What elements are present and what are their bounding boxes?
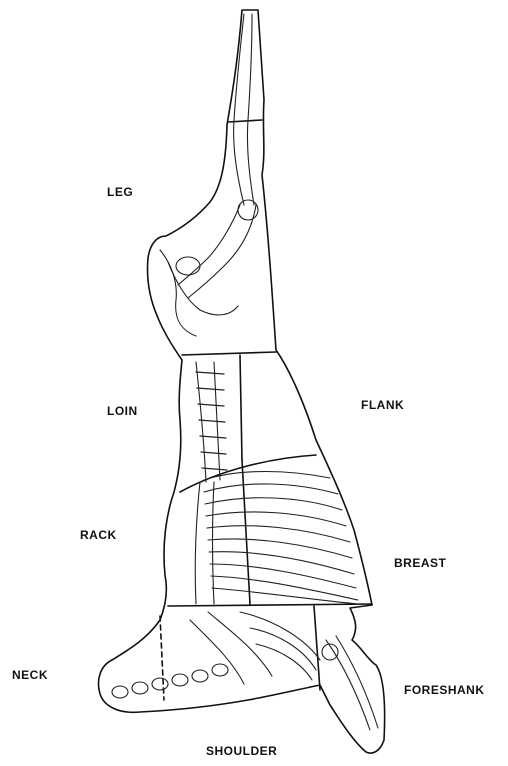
label-foreshank: FORESHANK	[404, 684, 485, 696]
label-loin: LOIN	[107, 405, 138, 417]
cut-line-foreshank	[314, 606, 320, 690]
label-breast: BREAST	[394, 557, 446, 569]
cut-line-loin-rack	[180, 455, 316, 492]
label-leg: LEG	[107, 186, 133, 198]
cut-line-loin-flank	[240, 355, 242, 460]
cut-line-neck	[160, 616, 164, 700]
cut-line-shank-top	[228, 120, 262, 122]
label-flank: FLANK	[361, 399, 404, 411]
cut-line-rack-shoulder	[168, 604, 372, 606]
cut-line-leg-loin	[182, 352, 276, 355]
cut-line-breast	[242, 460, 250, 604]
label-rack: RACK	[80, 529, 117, 541]
label-neck: NECK	[12, 669, 48, 681]
label-shoulder: SHOULDER	[206, 745, 277, 757]
